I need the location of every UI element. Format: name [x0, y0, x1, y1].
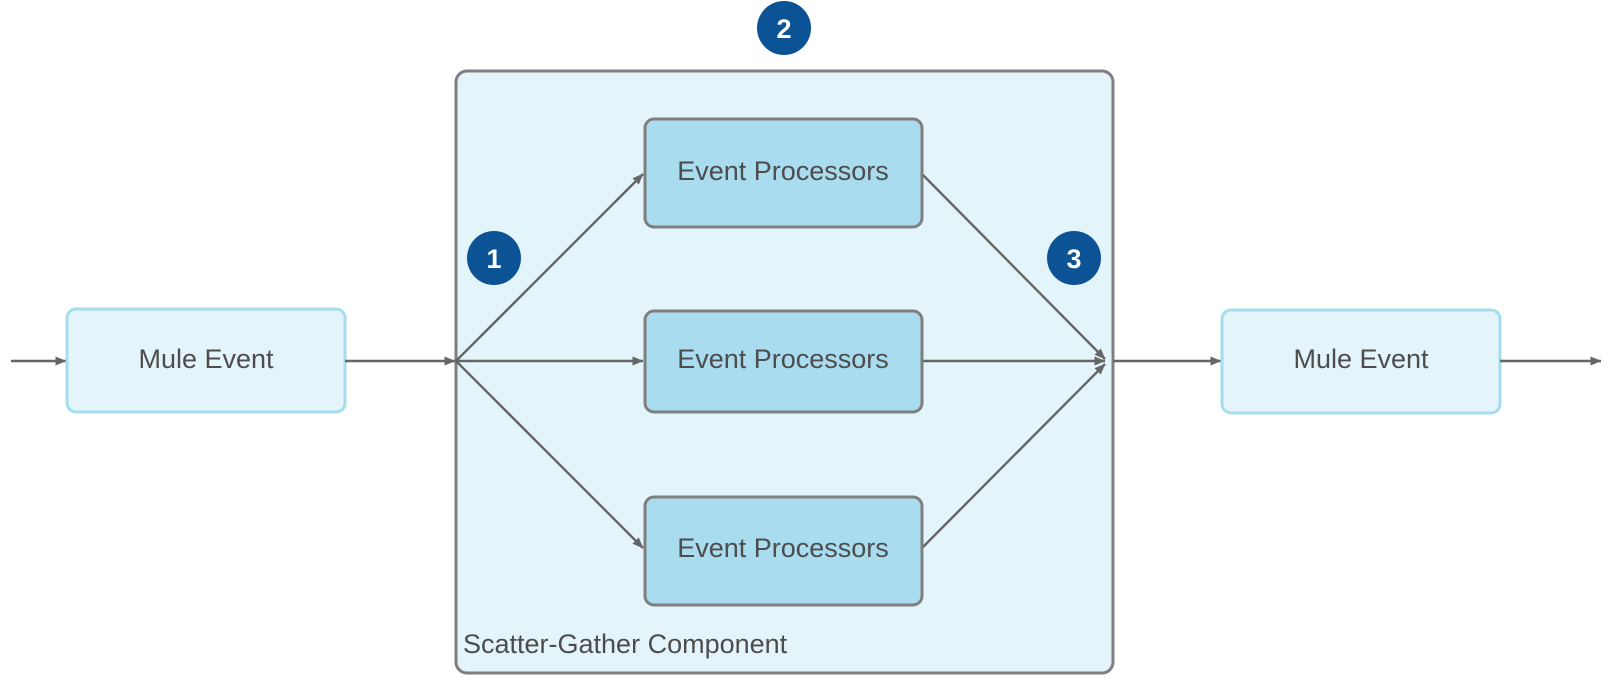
event-processor-2-box — [643, 309, 924, 414]
badge-step-3-label: 3 — [1066, 244, 1081, 274]
badge-step-2-circle — [757, 1, 811, 55]
badge-step-2: 2 — [757, 1, 811, 55]
badge-step-3: 3 — [1047, 231, 1101, 285]
connector-processor-3-to-gather — [921, 363, 1106, 549]
scatter-gather-container-label: Scatter-Gather Component — [463, 629, 788, 659]
event-processor-3-label: Event Processors — [677, 533, 889, 563]
badge-step-1-circle — [467, 231, 521, 285]
event-processor-3-box — [643, 495, 924, 607]
event-processor-1-box — [643, 117, 924, 229]
badge-step-3-circle — [1047, 231, 1101, 285]
event-processor-2-label: Event Processors — [677, 344, 889, 374]
badge-step-2-label: 2 — [776, 14, 791, 44]
badge-step-1-label: 1 — [486, 244, 501, 274]
output-mule-event-label: Mule Event — [1293, 344, 1429, 374]
badge-step-1: 1 — [467, 231, 521, 285]
node-output-mule-event: Mule Event — [1220, 308, 1502, 415]
node-event-processor-2: Event Processors — [643, 309, 924, 414]
connector-processor-1-to-gather — [921, 173, 1106, 360]
connector-scatter-to-processor-1 — [455, 173, 644, 362]
event-processor-1-label: Event Processors — [677, 156, 889, 186]
input-mule-event-label: Mule Event — [138, 344, 274, 374]
node-event-processor-1: Event Processors — [643, 117, 924, 229]
node-input-mule-event: Mule Event — [65, 307, 347, 414]
node-event-processor-3: Event Processors — [643, 495, 924, 607]
connector-scatter-to-processor-3 — [455, 360, 644, 549]
